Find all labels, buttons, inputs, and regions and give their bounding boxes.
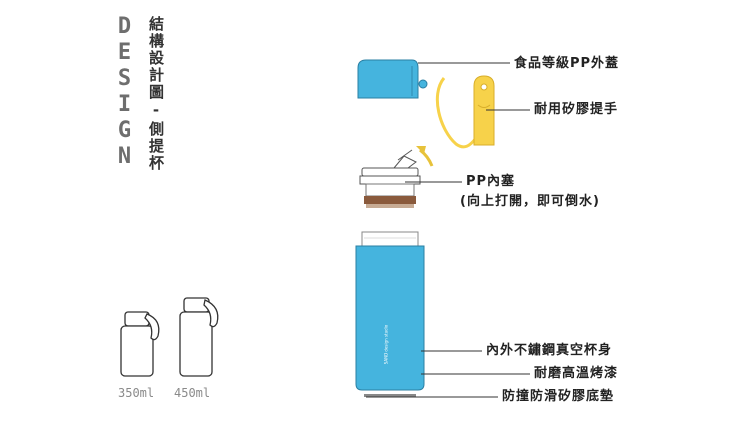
page-title: 結構設計圖-側提杯 (147, 16, 165, 172)
callout-inner-plug: PP內塞 (466, 174, 516, 189)
callout-outer-lid: 食品等級PP外蓋 (514, 56, 620, 71)
bottle-450ml-outline (179, 297, 219, 377)
design-heading: DESIGN (112, 14, 137, 170)
size-label-350ml: 350ml (118, 386, 155, 400)
callout-bottom-pad: 防撞防滑矽膠底墊 (502, 389, 615, 404)
callout-steel-body: 內外不鏽鋼真空杯身 (486, 343, 613, 358)
bottle-350ml-outline (120, 311, 160, 377)
callout-inner-plug-note: (向上打開，即可倒水) (460, 194, 600, 209)
callout-paint: 耐磨高溫烤漆 (534, 366, 619, 381)
outer-lid (357, 59, 428, 99)
leader-lines (366, 62, 530, 398)
size-label-450ml: 450ml (174, 386, 211, 400)
callout-silicone-handle: 耐用矽膠提手 (534, 102, 619, 117)
bottle-body (355, 231, 425, 397)
inner-plug (359, 146, 434, 208)
silicone-handle (435, 75, 495, 149)
bottle-print: SAND design studio (383, 324, 389, 365)
